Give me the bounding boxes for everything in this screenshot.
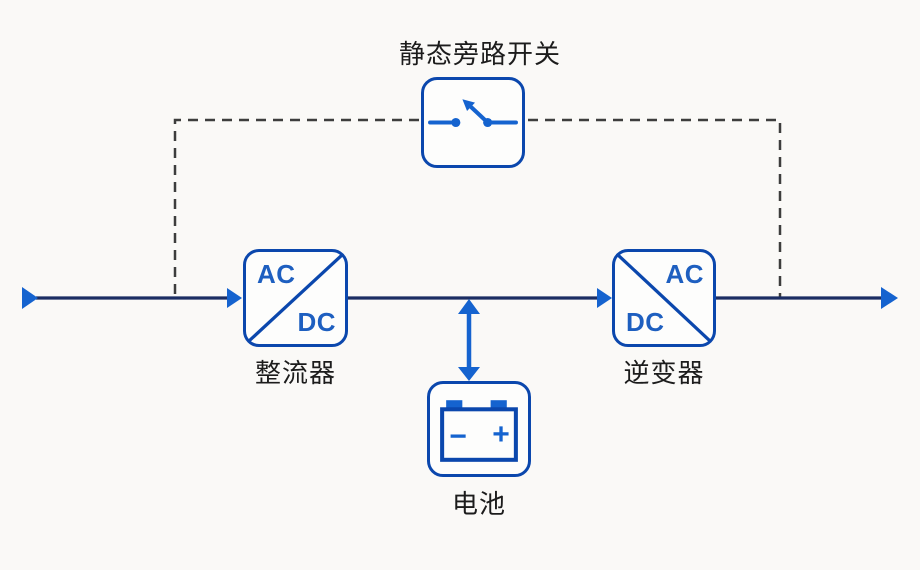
bypass-switch-node: [421, 77, 525, 168]
battery-minus-sign: −: [449, 420, 467, 453]
battery-label: 电池: [451, 489, 506, 519]
inverter-node: AC DC: [612, 249, 716, 347]
switch-icon: [428, 99, 518, 128]
inverter-diagonal-icon: [616, 253, 712, 343]
battery-arrowhead-down-icon: [458, 367, 480, 381]
battery-icon: [440, 400, 518, 462]
battery-node: − +: [427, 381, 531, 477]
battery-plus-sign: +: [492, 418, 510, 451]
input-arrowhead-icon: [22, 287, 38, 309]
rectifier-label: 整流器: [254, 358, 336, 388]
rectifier-node: AC DC: [243, 249, 348, 347]
battery-arrowhead-up-icon: [458, 299, 480, 314]
output-arrowhead-icon: [881, 287, 898, 309]
inverter-ac-text: AC: [665, 259, 704, 289]
rectifier-ac-text: AC: [257, 259, 296, 289]
rectifier-diagonal-icon: [247, 253, 344, 343]
rectifier-input-arrowhead-icon: [227, 288, 242, 308]
inverter-dc-text: DC: [626, 307, 665, 337]
rectifier-dc-text: DC: [297, 307, 336, 337]
inverter-input-arrowhead-icon: [597, 288, 612, 308]
bypass-switch-title: 静态旁路开关: [398, 39, 561, 69]
inverter-label: 逆变器: [623, 358, 705, 388]
